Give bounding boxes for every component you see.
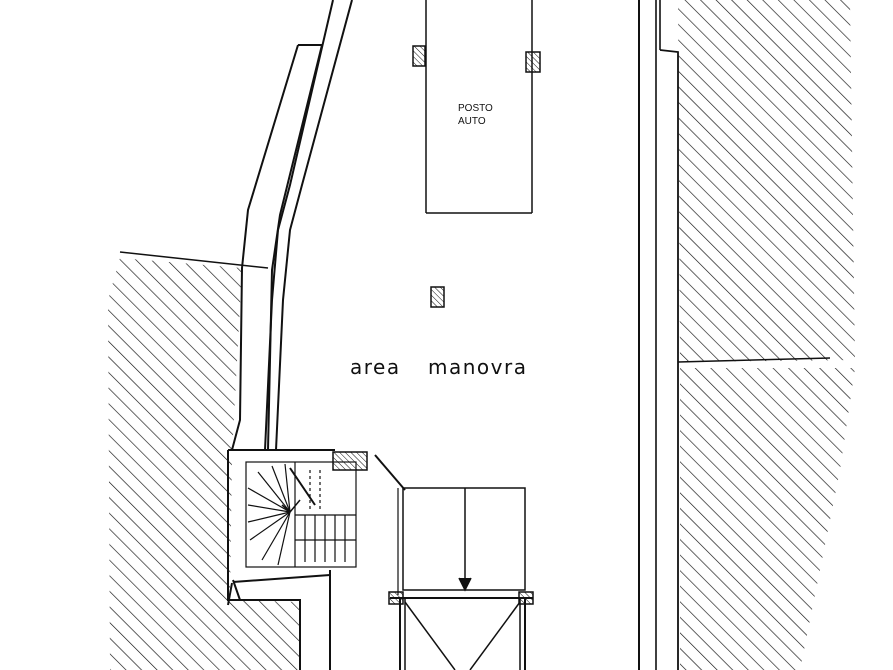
right-terrain-hatch — [677, 0, 855, 670]
left-outer-wall — [231, 0, 353, 451]
area-label-word2: manovra — [428, 355, 527, 379]
stair-core-walls — [227, 449, 406, 670]
parking-space — [425, 0, 533, 214]
right-boundary-walls — [638, 0, 679, 670]
stair — [245, 461, 357, 568]
lift-shaft — [390, 487, 533, 670]
column-blocks — [332, 45, 541, 605]
left-terrain-hatch — [108, 251, 300, 670]
parking-label-line1: POSTO — [458, 103, 493, 114]
parking-label-line2: AUTO — [458, 116, 486, 127]
area-label-word1: area — [350, 355, 401, 379]
